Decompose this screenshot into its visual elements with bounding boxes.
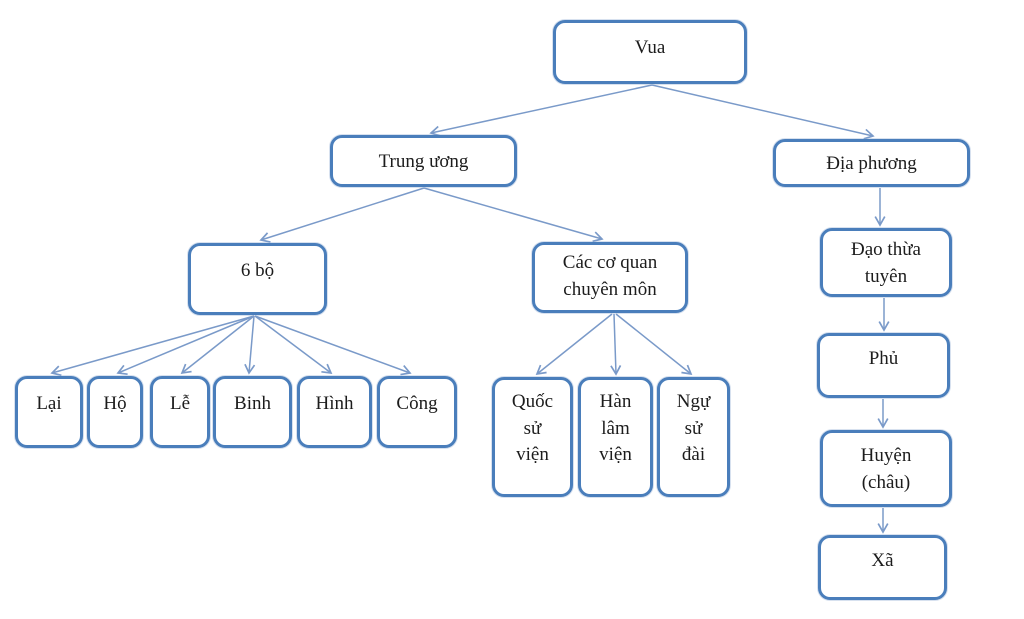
node-label: viện: [599, 444, 632, 466]
node-label: Hàn: [599, 391, 632, 412]
node-ho: Hộ: [87, 376, 143, 448]
node-label: Trung ương: [378, 151, 469, 172]
node-trung-uong: Trung ương: [330, 135, 517, 187]
node-han-lam-vien: Hàn lâm viện: [578, 377, 653, 497]
node-le: Lễ: [150, 376, 210, 448]
node-label: Phủ: [868, 348, 899, 369]
node-label: Xã: [871, 550, 894, 571]
node-phu: Phủ: [817, 333, 950, 398]
node-hinh: Hình: [297, 376, 372, 448]
node-ngu-su-dai: Ngự sử đài: [657, 377, 730, 497]
node-xa: Xã: [818, 535, 947, 600]
node-label: sử: [523, 417, 542, 439]
node-label: Công: [396, 393, 438, 414]
node-binh: Binh: [213, 376, 292, 448]
node-label: 6 bộ: [240, 260, 275, 281]
node-dia-phuong: Địa phương: [773, 139, 970, 187]
node-label: lâm: [601, 417, 630, 439]
node-label: Huyện: [860, 445, 912, 466]
node-label: Quốc: [511, 391, 554, 412]
node-6-bo: 6 bộ: [188, 243, 327, 315]
node-label: Các cơ quan: [562, 252, 658, 273]
node-huyen-chau: Huyện (châu): [820, 430, 952, 507]
node-label: tuyên: [864, 265, 908, 287]
node-vua: Vua: [553, 20, 747, 84]
node-label: Lễ: [169, 393, 191, 414]
node-label: Đạo thừa: [851, 239, 921, 260]
node-label: chuyên môn: [563, 278, 657, 300]
node-label: Địa phương: [826, 153, 917, 174]
node-label: Binh: [234, 393, 271, 414]
node-cong: Công: [377, 376, 457, 448]
node-label: (châu): [861, 471, 911, 493]
node-label: sử: [684, 417, 703, 439]
node-lai: Lại: [15, 376, 83, 448]
node-label: Hộ: [103, 393, 127, 414]
node-label: viện: [516, 444, 549, 466]
node-label: Hình: [315, 393, 354, 414]
node-label: đài: [681, 444, 706, 466]
node-cac-co-quan-chuyen-mon: Các cơ quan chuyên môn: [532, 242, 688, 313]
node-quoc-su-vien: Quốc sử viện: [492, 377, 573, 497]
node-label: Vua: [634, 37, 666, 58]
node-dao-thua-tuyen: Đạo thừa tuyên: [820, 228, 952, 297]
node-label: Lại: [36, 393, 62, 414]
node-label: Ngự: [676, 391, 711, 412]
